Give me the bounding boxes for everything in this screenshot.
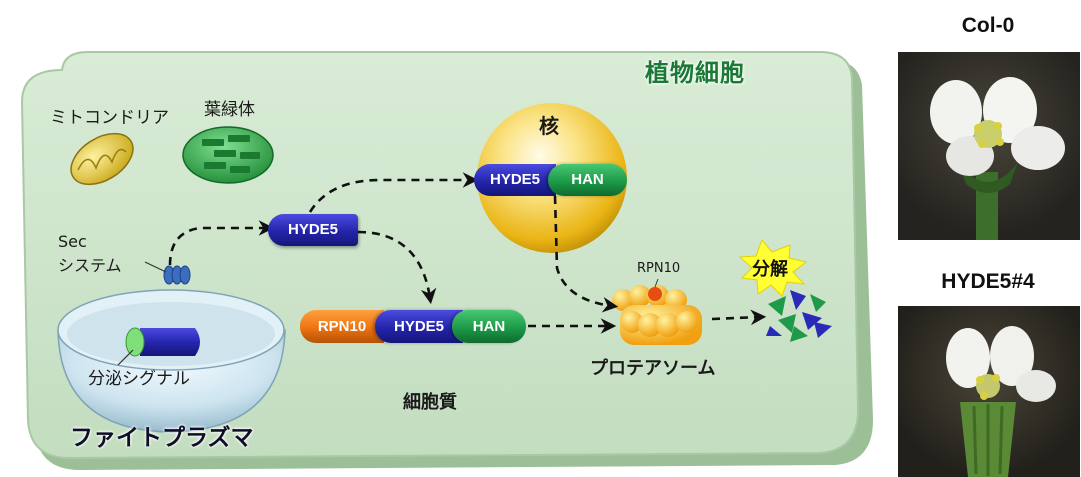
secreted-hyde5-icon	[117, 327, 200, 366]
col0-flower-photo	[898, 52, 1080, 240]
proteasome-icon	[612, 278, 702, 345]
cell-title: 植物細胞	[645, 59, 745, 87]
signal-label: 分泌シグナル	[88, 369, 190, 389]
hyde5-free-label: HYDE5	[287, 221, 339, 238]
rpn10-label: RPN10	[317, 318, 367, 335]
cytoplasm-label: 細胞質	[403, 392, 457, 413]
chloroplast-label: 葉緑体	[204, 100, 255, 120]
hyde5-line-title: HYDE5#4	[941, 270, 1035, 293]
proteasome-label: プロテアソーム	[590, 358, 716, 379]
han-nuclear-pill: HAN	[548, 164, 627, 196]
hyde5-complex-pill: HYDE5	[375, 310, 463, 343]
hyde5-free-pill: HYDE5	[268, 214, 358, 246]
hyde5-line-flower-photo	[898, 306, 1080, 477]
degradation-label: 分解	[752, 259, 788, 280]
sec-system-icon	[144, 261, 191, 285]
rpn10-pill: RPN10	[300, 310, 384, 343]
chloroplast-icon	[182, 126, 274, 184]
phytoplasma-label: ファイトプラズマ	[70, 425, 254, 451]
col0-title: Col-0	[961, 14, 1015, 37]
han-complex-pill: HAN	[452, 310, 526, 343]
sec-label-line2: システム	[58, 256, 122, 275]
hyde5-flower-icon	[946, 326, 1056, 477]
arrow-sec-to-hyde5	[168, 220, 275, 266]
rpn10-small-label: RPN10	[637, 261, 681, 276]
sec-label-line1: Sec	[58, 232, 87, 251]
han-complex-label: HAN	[472, 318, 506, 335]
col0-flower-icon	[930, 77, 1065, 240]
fragments-icon	[766, 290, 832, 342]
degradation-burst-icon	[738, 239, 808, 297]
nucleus-label: 核	[539, 114, 559, 138]
han-nuclear-label: HAN	[571, 171, 604, 188]
hyde5-nuclear-pill: HYDE5	[474, 164, 556, 196]
hyde5-nuclear-label: HYDE5	[489, 171, 541, 188]
mitochondria-label: ミトコンドリア	[50, 108, 169, 128]
nuclear-complex: HYDE5 HAN	[474, 164, 627, 196]
arrows-group	[168, 172, 767, 334]
hyde5-complex-label: HYDE5	[393, 318, 445, 335]
mitochondrion-icon	[70, 132, 134, 186]
arrow-nucleus-to-proteasome	[553, 195, 619, 313]
cytoplasm-complex: RPN10 HYDE5 HAN	[300, 310, 526, 343]
